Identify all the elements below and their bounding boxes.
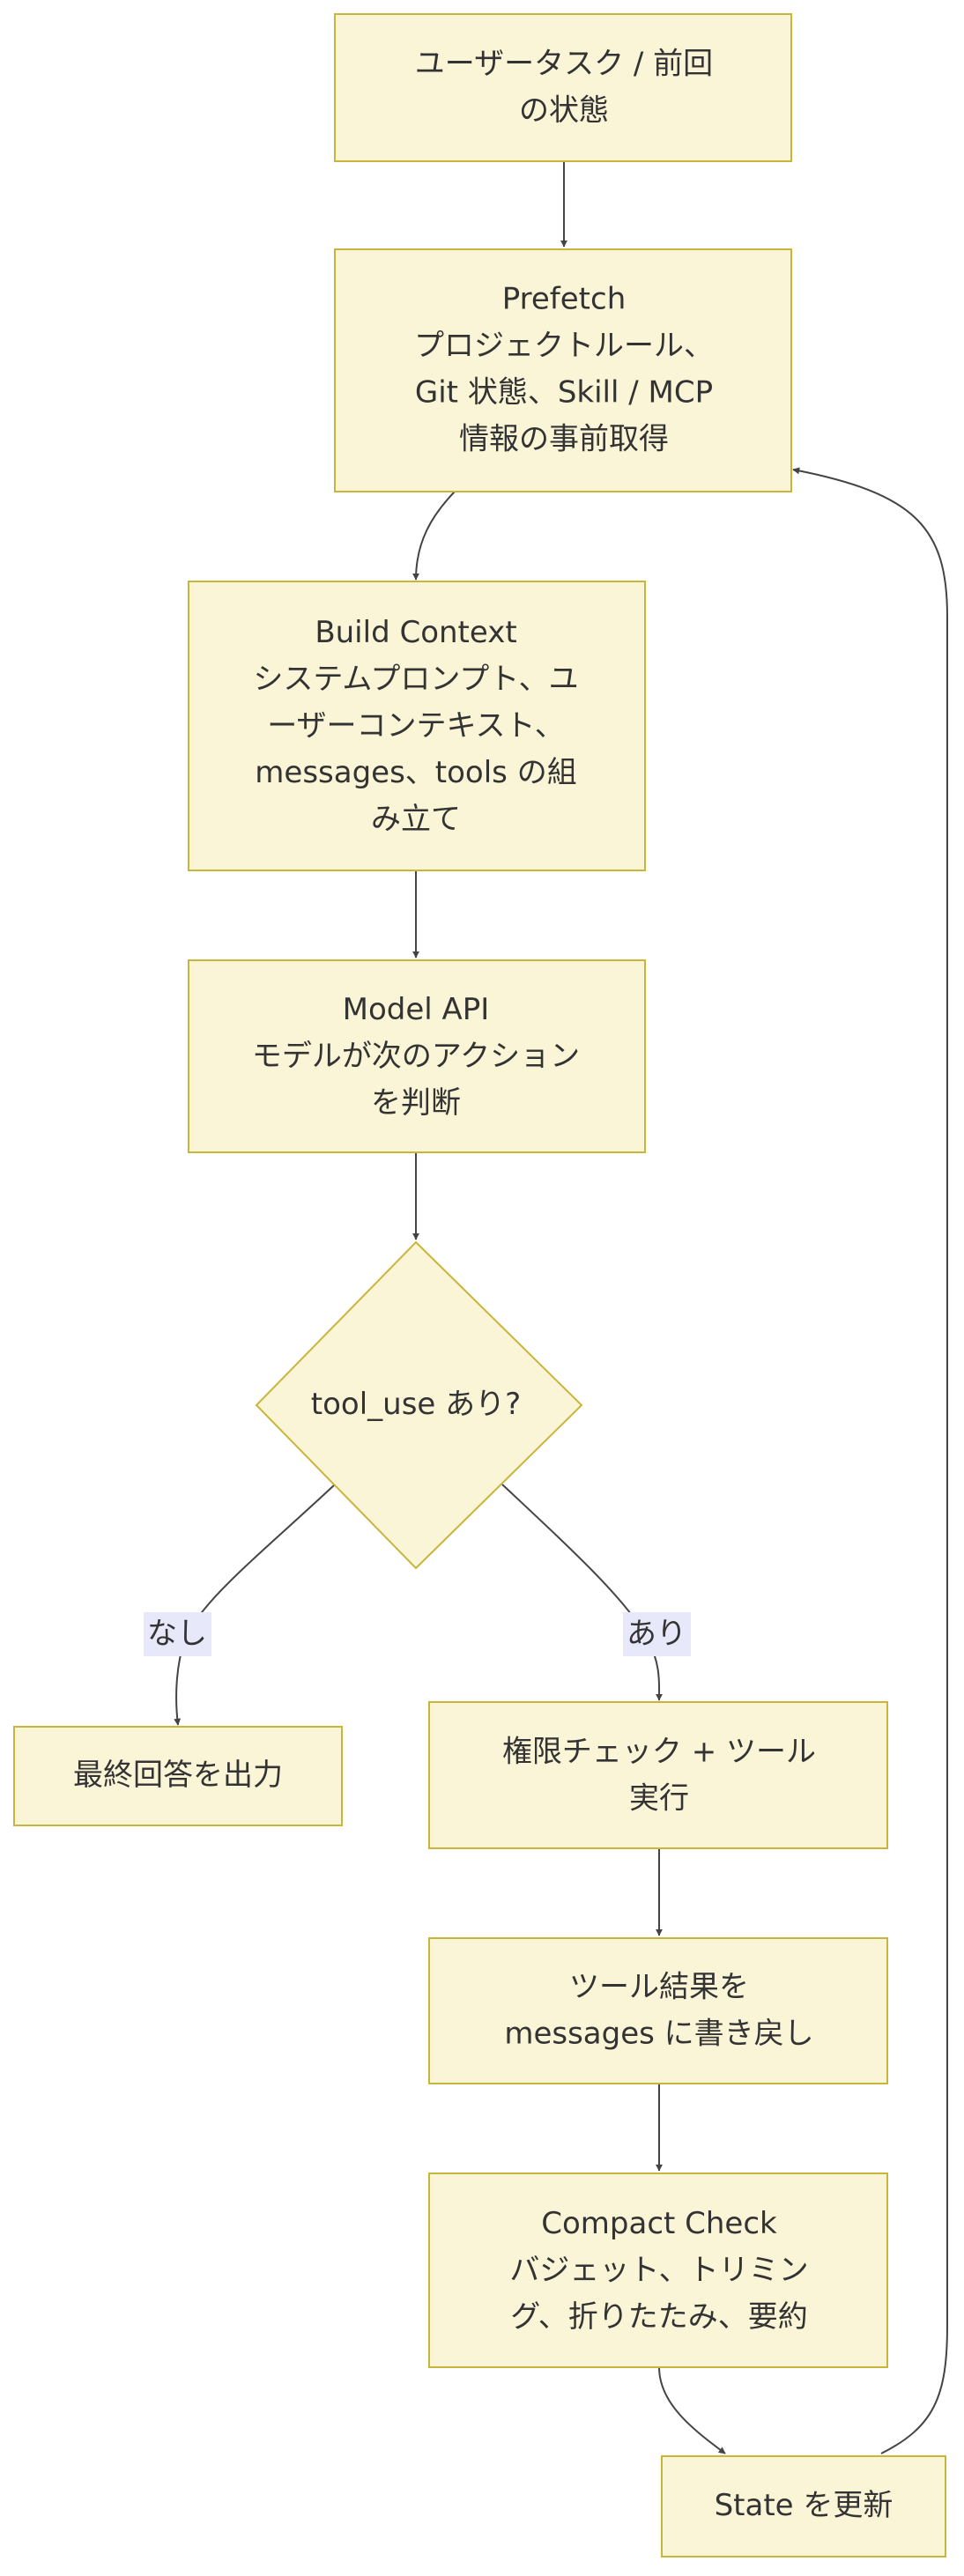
- node-state-update-label: State を更新: [715, 2488, 894, 2523]
- node-label-line: tool_use あり?: [311, 1387, 521, 1422]
- node-user-task: ユーザータスク / 前回の状態: [334, 13, 792, 162]
- node-label-line: messages に書き戻し: [504, 2016, 813, 2051]
- node-label-line: 権限チェック + ツール: [502, 1734, 816, 1769]
- edge-decision-to-exec: [501, 1484, 664, 1701]
- node-label-line: システムプロンプト、ユ: [253, 662, 578, 697]
- node-label-line: Build Context: [315, 615, 516, 650]
- node-label-line: バジェット、トリミン: [509, 2253, 808, 2288]
- edge-label-yes: あり: [623, 1612, 691, 1656]
- node-model-api-label: Model API モデルが次のアクションを判断: [252, 992, 580, 1121]
- node-compact-check: Compact Check バジェット、トリミング、折りたたみ、要約: [428, 2173, 888, 2368]
- edge-prefetch-to-build: [412, 491, 456, 581]
- node-model-api: Model API モデルが次のアクションを判断: [188, 959, 646, 1153]
- node-label-line: を判断: [371, 1085, 461, 1121]
- edge-label-no: なし: [144, 1612, 211, 1656]
- node-label-line: Prefetch: [502, 281, 627, 316]
- edge-decision-to-final: [174, 1484, 336, 1726]
- node-label-line: 情報の事前取得: [459, 421, 669, 456]
- node-label-line: messages、tools の組: [255, 755, 576, 790]
- node-label-line: Model API: [343, 992, 490, 1027]
- node-label-line: グ、折りたたみ、要約: [510, 2299, 808, 2335]
- node-label-line: 実行: [629, 1780, 689, 1816]
- node-label-line: Compact Check: [541, 2206, 777, 2241]
- node-build-context: Build Context システムプロンプト、ユーザーコンテキスト、 messag…: [188, 581, 646, 871]
- node-prefetch: Prefetch プロジェクトルール、 Git 状態、Skill / MCP 情報の事…: [334, 248, 792, 492]
- node-tool-result-label: ツール結果を messages に書き戻し: [504, 1969, 813, 2051]
- node-label-line: の状態: [519, 93, 609, 128]
- node-tool-result: ツール結果を messages に書き戻し: [428, 1937, 888, 2084]
- edge-state-to-prefetch: [792, 467, 948, 2454]
- node-label-line: 最終回答を出力: [73, 1758, 283, 1793]
- node-build-context-label: Build Context システムプロンプト、ユーザーコンテキスト、 messag…: [253, 615, 578, 837]
- node-label-line: ユーザータスク / 前回: [415, 46, 713, 81]
- node-label-line: State を更新: [715, 2488, 894, 2523]
- node-label-line: み立て: [371, 802, 461, 837]
- edge-compact-to-state: [658, 2366, 726, 2454]
- node-label-line: ツール結果を: [569, 1969, 749, 2004]
- node-label-line: ーザーコンテキスト、: [267, 708, 565, 744]
- node-prefetch-label: Prefetch プロジェクトルール、 Git 状態、Skill / MCP 情報の事…: [414, 281, 714, 456]
- node-permission-exec: 権限チェック + ツール実行: [428, 1701, 888, 1849]
- edge-label-no-text: なし: [147, 1617, 207, 1652]
- node-label-line: モデルが次のアクション: [252, 1039, 580, 1074]
- node-label-line: Git 状態、Skill / MCP: [415, 374, 713, 410]
- node-permission-exec-label: 権限チェック + ツール実行: [502, 1734, 816, 1816]
- node-state-update: State を更新: [661, 2455, 946, 2557]
- node-label-line: プロジェクトルール、: [414, 328, 714, 363]
- node-compact-check-label: Compact Check バジェット、トリミング、折りたたみ、要約: [509, 2206, 808, 2335]
- node-final-answer: 最終回答を出力: [13, 1726, 343, 1826]
- node-decision-tool-use-label: tool_use あり?: [311, 1387, 521, 1422]
- node-decision-tool-use: tool_use あり?: [255, 1240, 583, 1570]
- edges: [174, 161, 948, 2454]
- edge-label-yes-text: あり: [627, 1617, 686, 1652]
- node-user-task-label: ユーザータスク / 前回の状態: [415, 46, 713, 128]
- node-final-answer-label: 最終回答を出力: [73, 1758, 283, 1793]
